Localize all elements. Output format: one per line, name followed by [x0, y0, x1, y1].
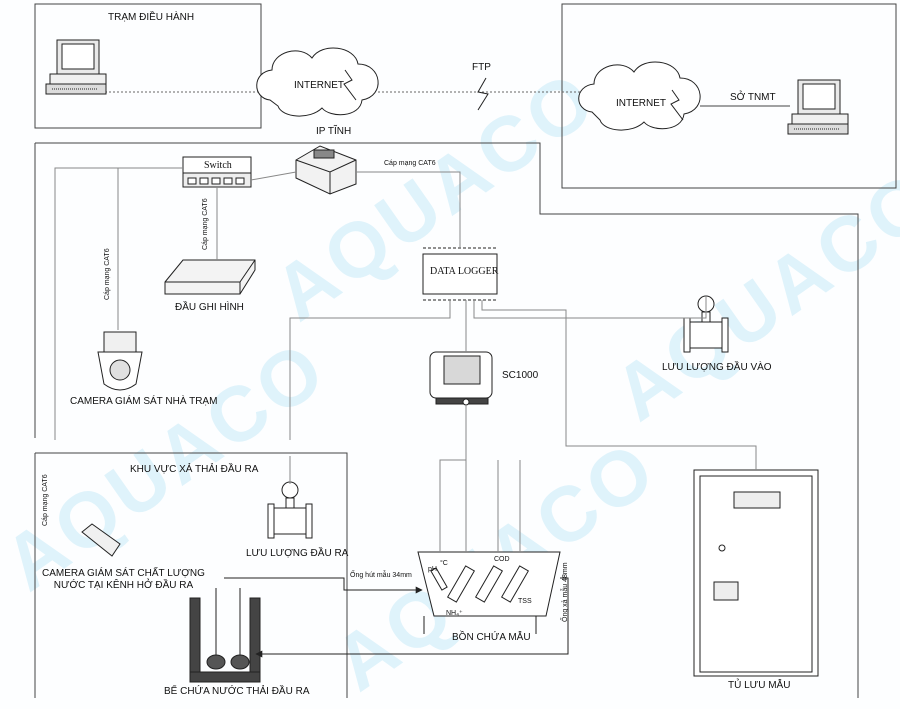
data-logger-icon: [422, 247, 498, 301]
cat6-top-label: Cáp mạng CAT6: [384, 160, 436, 167]
cat6-outlet-label: Cáp mạng CAT6: [42, 474, 49, 526]
outlet-zone: [34, 452, 348, 698]
flow-in-label: LƯU LƯỢNG ĐẦU VÀO: [662, 362, 772, 373]
authority-zone: [561, 3, 897, 189]
ftp-bolt-icon: [477, 77, 489, 111]
plant-zone: [34, 142, 859, 698]
flow-meter-out-icon: [267, 481, 313, 539]
sample-pipes: [224, 577, 569, 658]
switch-label: Switch: [204, 160, 232, 171]
cat6-switch-label: Cáp mạng CAT6: [202, 198, 209, 250]
suction-pipe-label: Ống hút mẫu 34mm: [350, 572, 412, 579]
camera-outlet-label-line1: CAMERA GIÁM SÁT CHẤT LƯỢNG: [42, 568, 205, 579]
ftp-label: FTP: [472, 62, 491, 73]
static-ip-label: IP TĨNH: [316, 126, 352, 137]
operator-computer-icon: [45, 39, 107, 95]
outlet-area-title: KHU VỰC XẢ THẢI ĐẦU RA: [130, 464, 259, 475]
tss-label: TSS: [518, 598, 532, 605]
authority-computer-icon: [787, 79, 849, 135]
sample-cabinet-label: TỦ LƯU MẪU: [728, 680, 791, 691]
discharge-pipe-label: Ống xả mẫu 48mm: [562, 562, 569, 622]
sensor-probes: [430, 565, 530, 603]
cables: [54, 167, 757, 552]
outlet-camera-icon: [81, 523, 121, 557]
authority-label: SỞ TNMT: [730, 92, 776, 103]
sample-cabinet-icon: [693, 469, 819, 677]
outlet-tank-label: BỂ CHỨA NƯỚC THẢI ĐẦU RA: [164, 686, 310, 697]
nh4-label: NH₄⁺: [446, 610, 463, 617]
flow-out-label: LƯU LƯỢNG ĐẦU RA: [246, 548, 349, 559]
sc1000-label: SC1000: [502, 370, 539, 381]
dome-camera-icon: [97, 331, 143, 391]
camera-station-label: CAMERA GIÁM SÁT NHÀ TRẠM: [70, 396, 218, 407]
camera-outlet-label-line2: NƯỚC TẠI KÊNH HỞ ĐẦU RA: [53, 579, 194, 591]
ph-label: pH: [428, 566, 437, 573]
router-icon: [295, 145, 357, 195]
sample-tank-label: BỒN CHỨA MẪU: [452, 632, 531, 643]
nvr-icon: [164, 259, 256, 295]
cat6-camera-label: Cáp mạng CAT6: [104, 248, 111, 300]
internet-cloud-left: [256, 47, 379, 117]
camera-outlet-label: CAMERA GIÁM SÁT CHẤT LƯỢNG NƯỚC TẠI KÊNH…: [42, 568, 205, 591]
data-logger-label: DATA LOGGER: [430, 266, 499, 277]
outlet-tank-icon: [189, 588, 261, 683]
sc1000-controller-icon: [429, 351, 493, 406]
operation-station-zone: [34, 3, 262, 129]
zone-borders: [34, 3, 897, 698]
operation-station-title: TRẠM ĐIỀU HÀNH: [108, 12, 195, 23]
temp-label: °C: [440, 560, 448, 567]
internet-cloud-right: [578, 61, 701, 131]
cod-label: COD: [494, 556, 510, 563]
internet-left-label: INTERNET: [294, 80, 344, 91]
nvr-label: ĐẦU GHI HÌNH: [175, 302, 244, 313]
internet-right-label: INTERNET: [616, 98, 666, 109]
